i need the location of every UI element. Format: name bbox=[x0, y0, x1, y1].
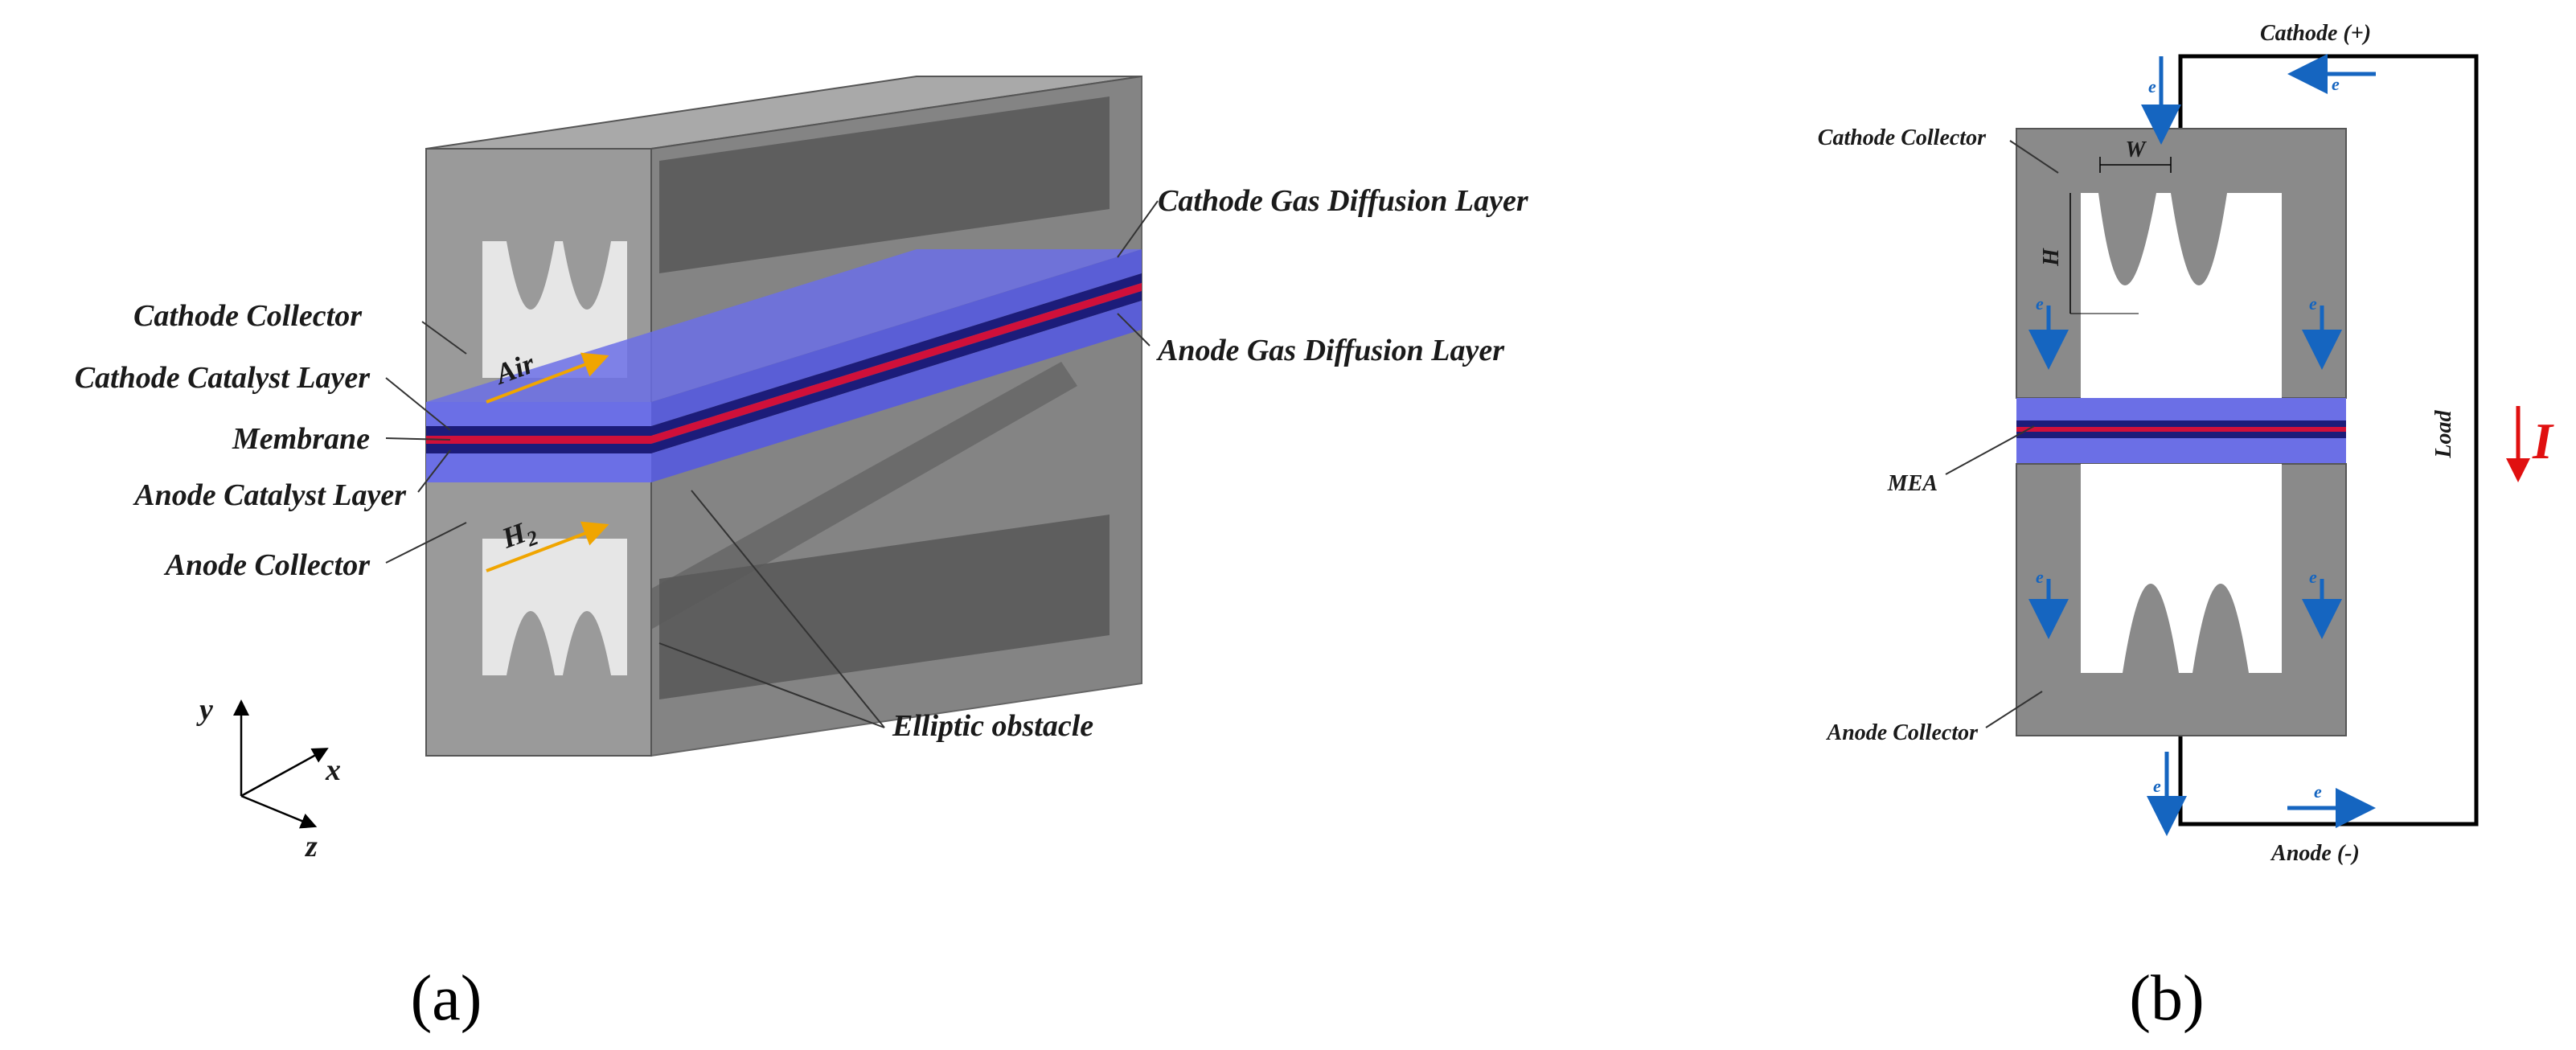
anode-elliptic-obstacle-2 bbox=[563, 611, 611, 675]
label-cathode-collector: Cathode Collector bbox=[133, 299, 363, 333]
label-anode-terminal: Anode (-) bbox=[2270, 841, 2360, 866]
h2-flow-arrow bbox=[486, 521, 609, 572]
mea-membrane bbox=[2016, 427, 2346, 432]
anode-catalyst-front bbox=[426, 444, 651, 453]
leader-obstacle-2 bbox=[658, 642, 885, 728]
inner-groove-upper bbox=[659, 96, 1110, 273]
leader-b-cathode-collector bbox=[2009, 140, 2059, 174]
label-anode-catalyst: Anode Catalyst Layer bbox=[133, 478, 407, 512]
leader-anode-gdl bbox=[1117, 313, 1151, 347]
leader-anode-catalyst bbox=[417, 449, 451, 493]
membrane-front bbox=[426, 436, 651, 444]
label-b-anode-collector: Anode Collector bbox=[1826, 720, 1979, 745]
panel-b-tag: (b) bbox=[2129, 963, 2204, 1034]
label-anode-collector: Anode Collector bbox=[164, 548, 371, 582]
cathode-obstacle-1 bbox=[2098, 193, 2156, 285]
anode-gdl-front bbox=[426, 453, 651, 482]
label-elliptic-obstacle: Elliptic obstacle bbox=[892, 709, 1093, 743]
cathode-elliptic-obstacle-2 bbox=[563, 241, 611, 310]
electron-label-6: e bbox=[2309, 567, 2317, 587]
label-cathode-catalyst: Cathode Catalyst Layer bbox=[75, 361, 371, 395]
panel-a-tag: (a) bbox=[411, 963, 482, 1034]
leader-cathode-catalyst bbox=[385, 377, 451, 431]
mea-anode-gdl bbox=[2016, 438, 2346, 464]
coordinate-axes: y x z bbox=[196, 693, 341, 863]
panel-a-3d-model: Air H2 Cathode Gas Diffusion Layer Anode… bbox=[75, 75, 1529, 1034]
leader-b-anode-collector bbox=[1985, 691, 2043, 728]
label-height: H bbox=[2039, 248, 2064, 267]
electron-label-8: e bbox=[2314, 781, 2322, 802]
electron-label-7: e bbox=[2153, 776, 2161, 796]
mea-anode-catalyst bbox=[2016, 432, 2346, 438]
label-load: Load bbox=[2431, 409, 2456, 458]
cathode-catalyst-front bbox=[426, 426, 651, 436]
cathode-gdl-side bbox=[651, 249, 1142, 426]
electron-label-2: e bbox=[2332, 74, 2340, 94]
label-mea: MEA bbox=[1887, 471, 1938, 496]
anode-gdl-side bbox=[651, 301, 1142, 482]
axis-x-label: x bbox=[325, 753, 341, 787]
membrane-side bbox=[651, 283, 1142, 444]
leader-membrane bbox=[385, 437, 451, 441]
anode-channel bbox=[2081, 464, 2282, 673]
cathode-obstacle-2 bbox=[2171, 193, 2227, 285]
leader-cathode-collector bbox=[421, 321, 467, 355]
label-cathode-gdl: Cathode Gas Diffusion Layer bbox=[1158, 184, 1529, 218]
label-width: W bbox=[2126, 137, 2147, 162]
electron-label-4: e bbox=[2309, 293, 2317, 314]
leader-anode-collector bbox=[385, 522, 467, 564]
anode-catalyst-side bbox=[651, 291, 1142, 453]
leader-obstacle-1 bbox=[691, 490, 885, 728]
anode-obstacle-2 bbox=[2192, 584, 2249, 673]
label-anode-gdl: Anode Gas Diffusion Layer bbox=[1156, 334, 1505, 367]
electron-label-1: e bbox=[2148, 76, 2156, 96]
label-current: I bbox=[2532, 412, 2554, 470]
anode-obstacle-1 bbox=[2123, 584, 2179, 673]
axis-y-label: y bbox=[196, 693, 213, 727]
cathode-elliptic-obstacle-1 bbox=[507, 241, 555, 310]
label-b-cathode-collector: Cathode Collector bbox=[1818, 125, 1987, 150]
air-flow-arrow bbox=[486, 352, 609, 404]
leader-mea bbox=[1945, 425, 2035, 475]
electron-label-5: e bbox=[2036, 567, 2044, 587]
inner-groove-lower bbox=[659, 515, 1110, 699]
panel-b-cross-section: Cathode (+) Anode (-) Load I W H Cat bbox=[1818, 21, 2554, 1034]
cathode-gdl-front bbox=[426, 402, 651, 426]
electron-label-3: e bbox=[2036, 293, 2044, 314]
label-cathode-terminal: Cathode (+) bbox=[2260, 21, 2371, 46]
cathode-catalyst-side bbox=[651, 273, 1142, 436]
anode-elliptic-obstacle-1 bbox=[507, 611, 555, 675]
leader-cathode-gdl bbox=[1117, 200, 1159, 258]
electron-arrows bbox=[2028, 54, 2376, 836]
axis-z-label: z bbox=[304, 830, 318, 863]
inner-channel-lower bbox=[611, 362, 1077, 643]
mea-cathode-gdl bbox=[2016, 398, 2346, 420]
label-membrane: Membrane bbox=[232, 422, 370, 456]
mea-cathode-catalyst bbox=[2016, 420, 2346, 427]
electron-labels: e e e e e e e e bbox=[2036, 74, 2340, 802]
